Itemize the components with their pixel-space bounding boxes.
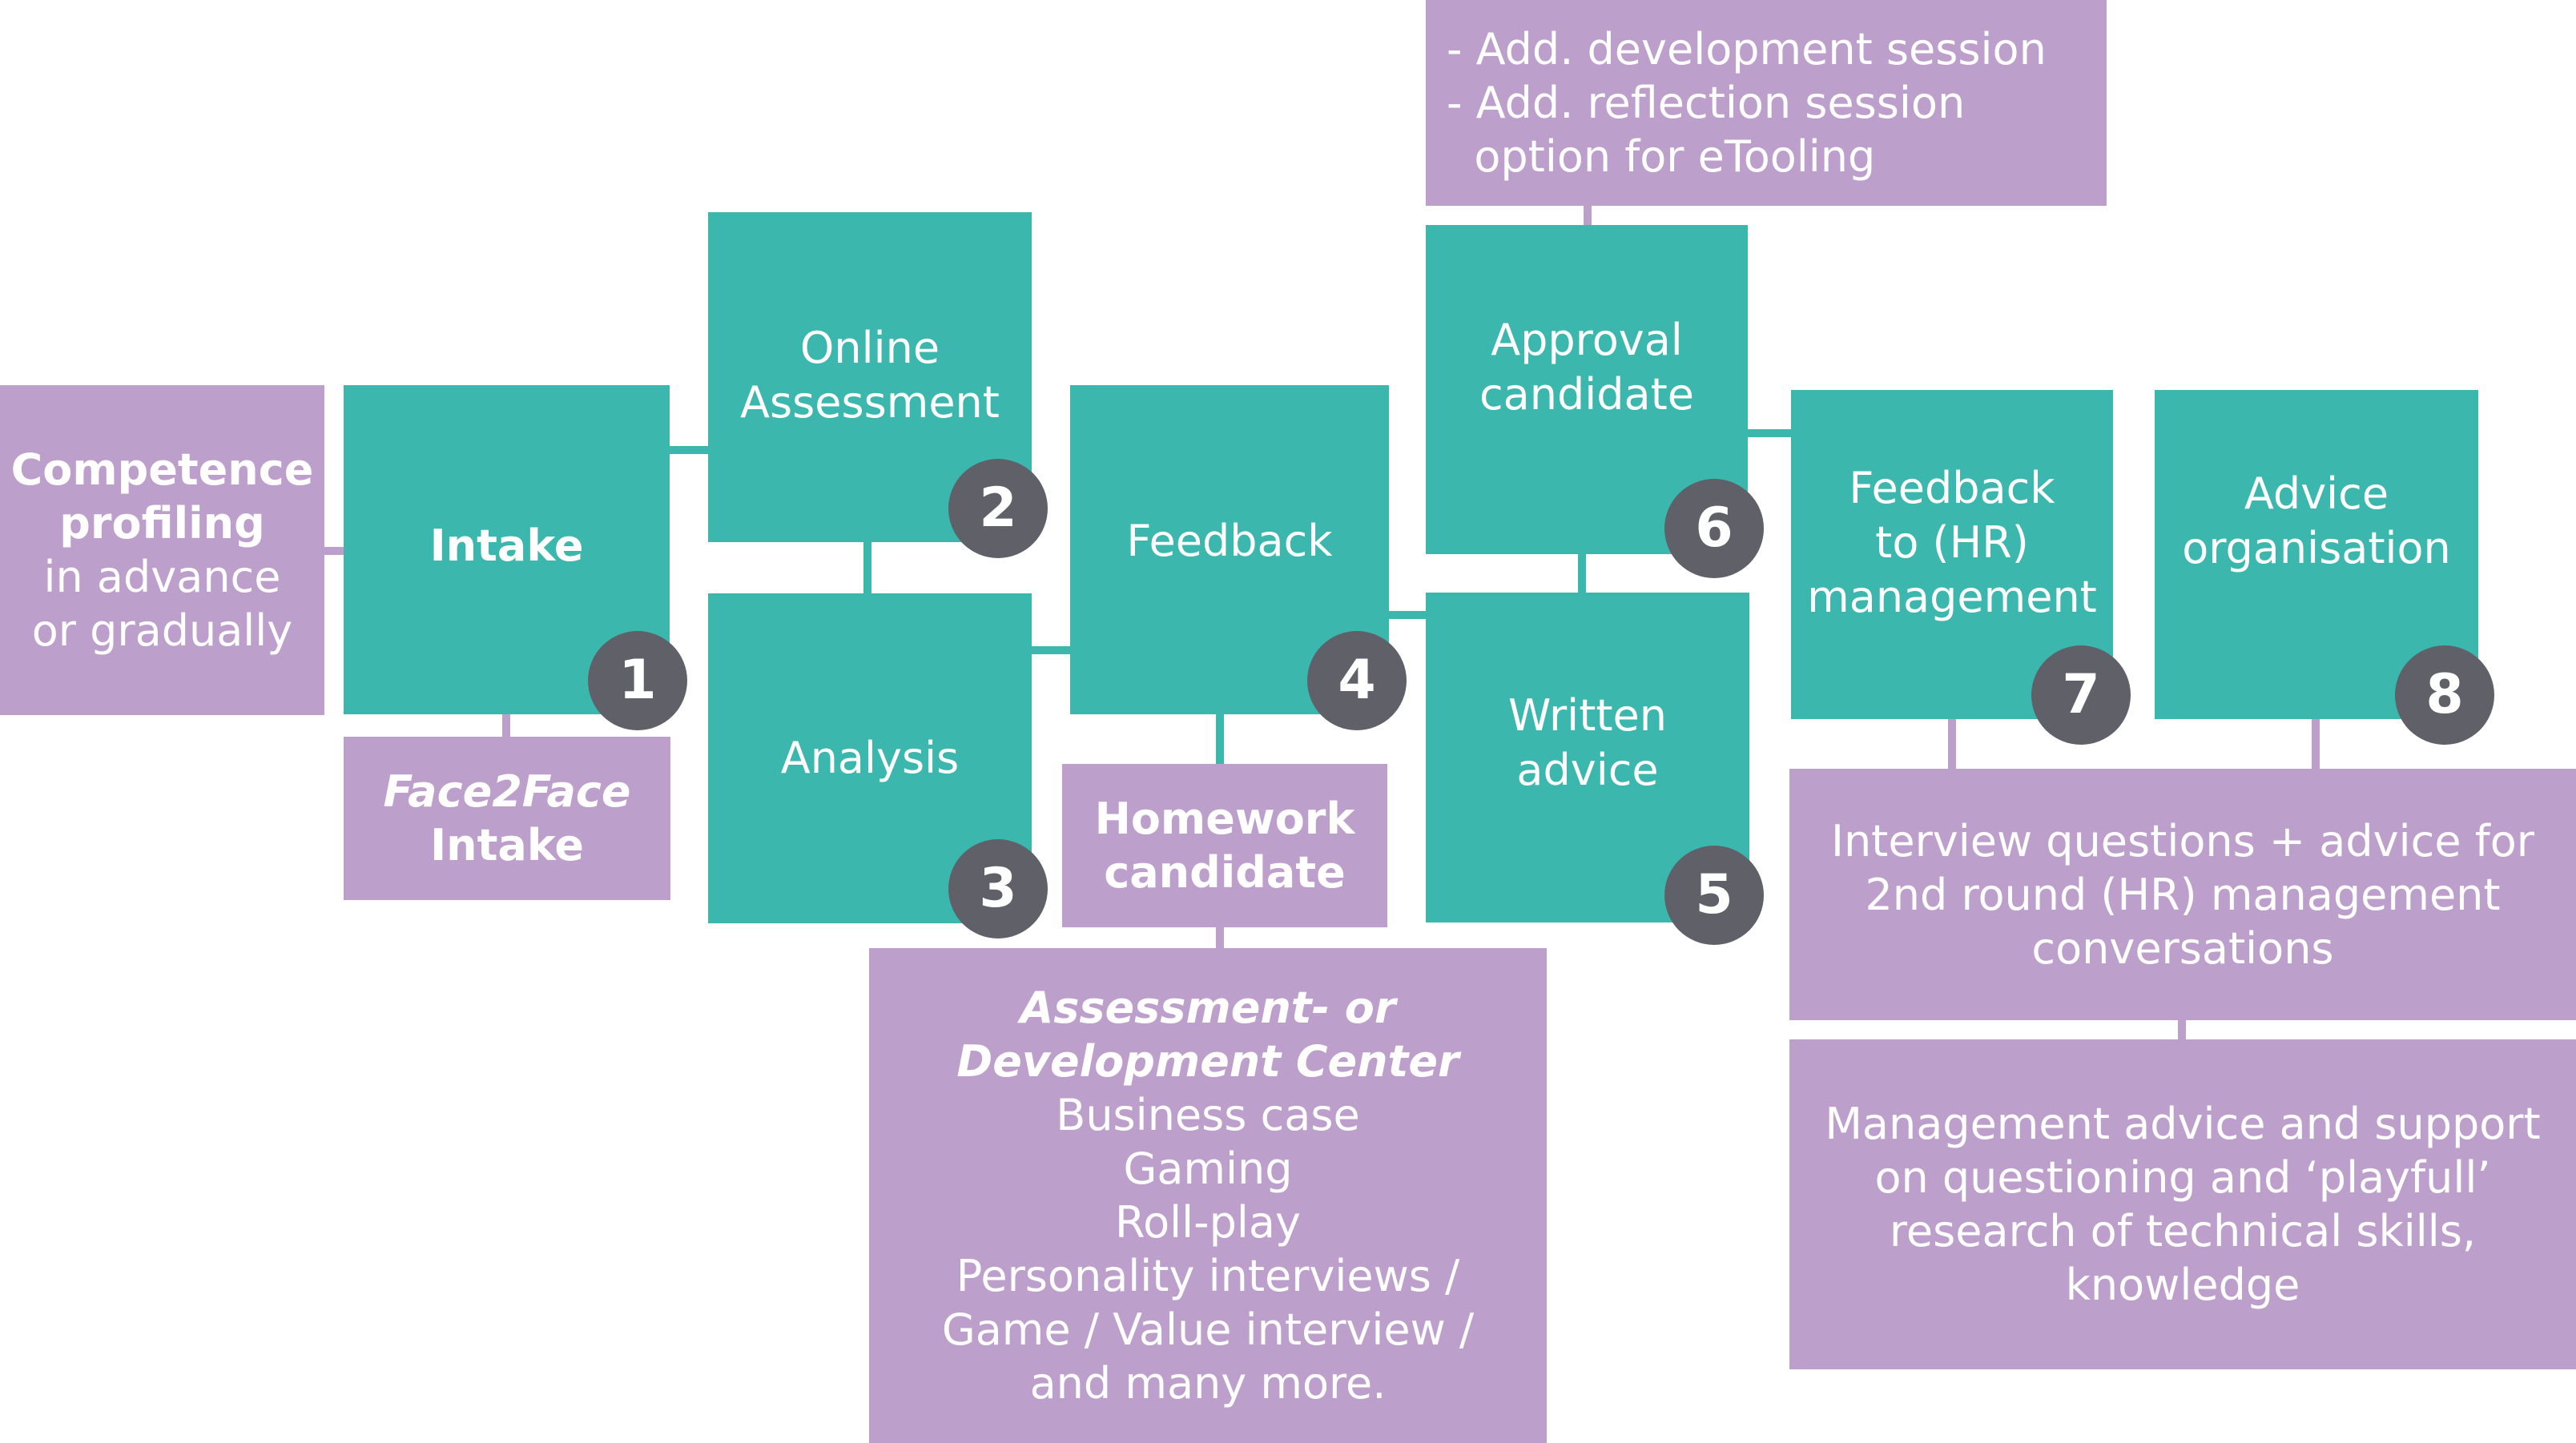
step-intake: Intake <box>344 385 670 714</box>
management-advice-note: Management advice and support on questio… <box>1789 1039 2576 1369</box>
step-advice-label-1: Advice <box>2244 468 2389 519</box>
devsession-line-3: option for eTooling <box>1447 131 1876 182</box>
step-written-label-2: advice <box>1516 745 1659 795</box>
assessment-center-note: Assessment- or Development Center Busine… <box>869 948 1547 1443</box>
development-session-note: - Add. development session - Add. reflec… <box>1426 0 2107 206</box>
homework-line-1: Homework <box>1094 794 1355 844</box>
connector-feedbackhr-interview <box>1948 719 1956 769</box>
connector-interview-management <box>2178 1020 2186 1039</box>
connector-intake-face2face <box>502 714 510 737</box>
face2face-line-2: Intake <box>430 820 584 870</box>
step-number-badge-5: 5 <box>1664 846 1764 945</box>
step-analysis-label: Analysis <box>780 733 960 783</box>
center-item-5: Game / Value interview / <box>941 1304 1475 1355</box>
step-feedback-label: Feedback <box>1126 515 1333 566</box>
face2face-line-1: Face2Face <box>383 766 631 817</box>
center-item-6: and many more. <box>1029 1358 1387 1409</box>
center-item-3: Roll-play <box>1115 1197 1301 1248</box>
step-advice-label-2: organisation <box>2182 522 2451 573</box>
connector-advice-interview <box>2312 719 2320 769</box>
interview-line-1: Interview questions + advice for <box>1831 815 2534 866</box>
interview-line-2: 2nd round (HR) management <box>1865 869 2501 920</box>
homework-candidate-note: Homework candidate <box>1062 764 1387 927</box>
step-number-badge-7: 7 <box>2031 645 2131 745</box>
connector-analysis-feedback <box>1032 646 1070 654</box>
step-number-badge-6: 6 <box>1664 479 1764 578</box>
management-line-1: Management advice and support <box>1825 1099 2541 1149</box>
step-number-badge-3: 3 <box>948 839 1048 939</box>
competence-profiling-note: Competence profiling in advance or gradu… <box>0 385 324 715</box>
step-number-badge-8: 8 <box>2395 645 2494 745</box>
step-feedbackhr-label-2: to (HR) <box>1875 517 2029 568</box>
step-approval-label-1: Approval <box>1491 314 1683 365</box>
face2face-intake-note: Face2Face Intake <box>344 737 670 900</box>
center-item-2: Gaming <box>1123 1144 1293 1194</box>
interview-line-3: conversations <box>2031 922 2334 974</box>
step-feedbackhr-label-1: Feedback <box>1849 462 2055 513</box>
competence-title-line-2: profiling <box>59 498 265 549</box>
competence-title-line-1: Competence <box>10 444 314 495</box>
management-line-3: research of technical skills, <box>1889 1206 2477 1256</box>
connector-homework-center <box>1216 927 1224 948</box>
competence-line-2: or gradually <box>31 605 293 656</box>
step-approval-label-2: candidate <box>1479 368 1695 420</box>
connector-feedback-homework <box>1216 714 1224 764</box>
step-number-badge-2: 2 <box>948 459 1048 558</box>
homework-line-2: candidate <box>1104 847 1346 898</box>
center-item-4: Personality interviews / <box>956 1251 1460 1301</box>
center-title-line-2: Development Center <box>956 1036 1459 1087</box>
competence-line-1: in advance <box>43 552 281 602</box>
connector-approval-written <box>1578 554 1586 593</box>
connector-competence-intake <box>324 547 344 555</box>
interview-questions-note: Interview questions + advice for 2nd rou… <box>1789 769 2576 1020</box>
step-written-advice: Written advice <box>1426 593 1749 922</box>
connector-approval-feedbackhr <box>1748 429 1791 437</box>
management-line-2: on questioning and ‘playfull’ <box>1874 1152 2491 1203</box>
step-online-label-2: Assessment <box>740 377 1000 428</box>
step-number-badge-1: 1 <box>588 631 687 730</box>
connector-online-analysis <box>863 542 871 593</box>
center-title-line-1: Assessment- or <box>1020 983 1396 1033</box>
devsession-line-2: - Add. reflection session <box>1447 78 1966 128</box>
management-line-4: knowledge <box>2065 1260 2300 1310</box>
step-online-label-1: Online <box>799 323 940 373</box>
center-item-1: Business case <box>1056 1090 1360 1140</box>
step-number-badge-4: 4 <box>1307 631 1407 730</box>
step-written-label-1: Written <box>1508 690 1667 741</box>
step-feedbackhr-label-3: management <box>1807 571 2097 622</box>
connector-feedback-written <box>1389 611 1426 619</box>
step-intake-label: Intake <box>429 520 584 571</box>
connector-intake-online <box>670 446 708 454</box>
devsession-line-1: - Add. development session <box>1447 24 2047 74</box>
connector-devsession-approval <box>1584 206 1592 225</box>
